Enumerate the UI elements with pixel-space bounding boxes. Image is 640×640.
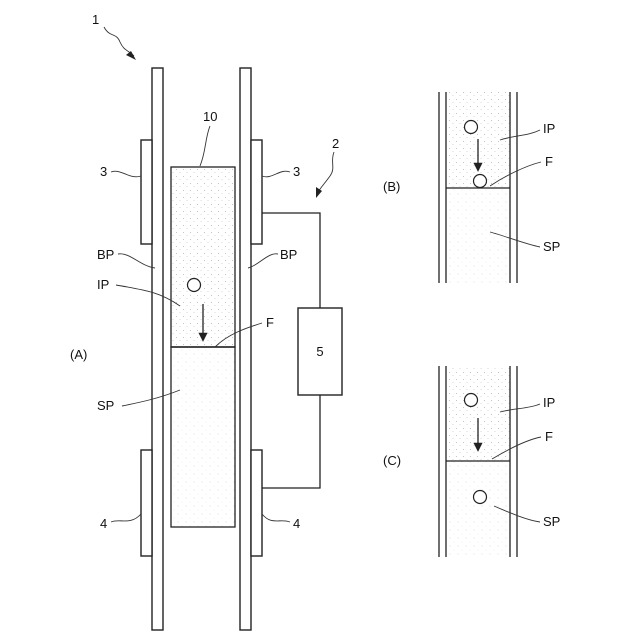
sp-label-c: SP (543, 514, 560, 529)
ip-label-b: IP (543, 121, 555, 136)
panel-b-label: (B) (383, 179, 400, 194)
upper-electrode-right (251, 140, 262, 244)
device-leader (104, 27, 134, 56)
bp-right-leader (248, 254, 278, 268)
particle-b-interface (474, 175, 487, 188)
lower-electrode-left (141, 450, 152, 556)
right-walls-c (510, 366, 517, 557)
f-label-c: F (545, 429, 553, 444)
lower-electrode-left-label: 4 (100, 516, 107, 531)
f-label-a: F (266, 315, 274, 330)
bp-left-label: BP (97, 247, 114, 262)
particle-c-bottom (474, 491, 487, 504)
panel-c: IP F SP (C) (383, 366, 560, 557)
circuit-leader (318, 152, 334, 192)
upper-electrode-left-label: 3 (100, 164, 107, 179)
upper-electrode-left-leader (111, 171, 141, 177)
circuit-arrowhead (316, 187, 322, 198)
ip-label-a: IP (97, 277, 109, 292)
device-label: 1 (92, 12, 99, 27)
f-label-b: F (545, 154, 553, 169)
particle-c-top (465, 394, 478, 407)
right-walls-b (510, 92, 517, 283)
left-walls-b (439, 92, 446, 283)
bp-left-leader (118, 254, 155, 268)
sp-label-b: SP (543, 239, 560, 254)
sample-leader (200, 126, 210, 166)
particle-b-top (465, 121, 478, 134)
glass-plate-left (152, 68, 163, 630)
bp-right-label: BP (280, 247, 297, 262)
lower-electrode-right (251, 450, 262, 556)
sp-region-a (171, 347, 235, 527)
upper-electrode-right-leader (262, 171, 290, 177)
glass-plate-right (240, 68, 251, 630)
lower-electrode-left-leader (111, 514, 141, 522)
power-supply-label: 5 (316, 344, 323, 359)
upper-electrode-left (141, 140, 152, 244)
panel-c-label: (C) (383, 453, 401, 468)
lower-electrode-right-label: 4 (293, 516, 300, 531)
panel-b: IP F SP (B) (383, 92, 560, 283)
upper-electrode-right-label: 3 (293, 164, 300, 179)
sp-label-a: SP (97, 398, 114, 413)
panel-a: 5 1 2 10 3 3 4 4 BP BP IP F SP (70, 12, 342, 630)
device-arrowhead (126, 51, 136, 60)
ip-label-c: IP (543, 395, 555, 410)
sample-label: 10 (203, 109, 217, 124)
left-walls-c (439, 366, 446, 557)
particle-a (188, 279, 201, 292)
lower-electrode-right-leader (262, 514, 290, 522)
panel-a-label: (A) (70, 347, 87, 362)
circuit-label: 2 (332, 136, 339, 151)
